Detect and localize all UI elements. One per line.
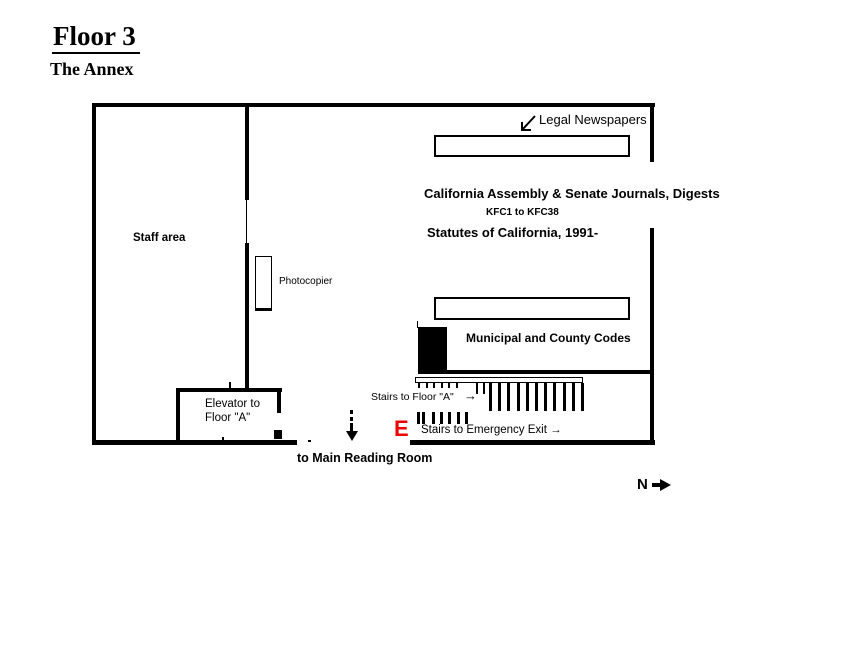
elevator-wall-right [277, 390, 281, 413]
stair-tread-tick [571, 383, 575, 411]
stair-tread-tick [553, 383, 557, 411]
elevator-wall-left [176, 388, 180, 443]
statutes-label: Statutes of California, 1991- [427, 225, 599, 240]
stair-tread-tick [418, 383, 420, 388]
stair-tread-tick [507, 383, 511, 411]
call-numbers-label: KFC1 to KFC38 [486, 207, 559, 218]
main-reading-room-label: to Main Reading Room [297, 451, 433, 465]
wall-bottom-left-segment [92, 440, 297, 445]
wall-right-lower-segment [650, 228, 654, 445]
elevator-label: Elevator to Floor "A" [205, 397, 260, 425]
wall-partition-doorline [246, 200, 247, 243]
wall-right-upper-segment [650, 103, 654, 162]
stairwell-block-stub [417, 321, 418, 328]
wall-dot [308, 440, 311, 442]
stairs-emergency-label: Stairs to Emergency Exit → [421, 424, 562, 436]
wall-stairwell-top [418, 370, 654, 374]
stair-tread-tick [455, 383, 458, 388]
wall-top [92, 103, 655, 107]
elevator-label-line1: Elevator to [205, 398, 260, 410]
stairs-floor-a-label: Stairs to Floor "A" [371, 391, 454, 403]
stair-tread-tick [476, 383, 478, 394]
stair-tread-tick [465, 412, 468, 424]
stair-tread-tick [448, 383, 450, 388]
stair-tread-tick [433, 383, 435, 388]
stair-tread-tick [544, 383, 548, 411]
stair-tread-tick [448, 412, 451, 424]
stairwell-block [418, 327, 447, 372]
municipal-codes-label: Municipal and County Codes [466, 331, 631, 345]
shelf-municipal-codes [434, 297, 630, 320]
wall-partition-lower [245, 243, 249, 390]
stair-tread-tick [516, 383, 520, 411]
photocopier-label: Photocopier [279, 276, 333, 287]
page-subtitle: The Annex [50, 59, 134, 79]
stair-tread-tick [422, 412, 425, 424]
arrow-down-left-icon [521, 115, 536, 131]
stair-tread-tick [432, 412, 435, 424]
elevator-tick-bottom [222, 437, 224, 445]
stair-tread-tick [525, 383, 529, 411]
stair-tread-tick [581, 383, 584, 411]
wall-partition-upper [245, 103, 249, 200]
stairs-floor-a-arrow-icon: → [464, 388, 477, 403]
wall-bottom-right-segment [410, 440, 655, 445]
stairs-rail [415, 377, 583, 383]
legal-newspapers-label: Legal Newspapers [539, 112, 647, 127]
elevator-label-line2: Floor "A" [205, 412, 251, 424]
stair-tread-tick [440, 412, 443, 424]
staff-area-label: Staff area [133, 232, 186, 244]
stair-tread-tick [489, 383, 492, 411]
stair-tread-tick [562, 383, 566, 411]
compass-north-label: N [637, 476, 648, 493]
journals-label: California Assembly & Senate Journals, D… [424, 186, 720, 201]
page-title: Floor 3 [52, 21, 140, 54]
wall-left [92, 103, 96, 445]
stair-tread-tick [440, 383, 443, 388]
photocopier-box [255, 256, 272, 311]
stair-tread-tick [498, 383, 502, 411]
emergency-e-marker: E [394, 416, 409, 441]
stair-tread-tick [483, 383, 485, 394]
elevator-door-stop [274, 430, 282, 439]
elevator-tick-top [229, 382, 231, 392]
shelf-legal-newspapers [434, 135, 630, 157]
stair-tread-tick [425, 383, 428, 388]
stair-tread-tick [457, 412, 460, 424]
stair-tread-tick [535, 383, 538, 411]
stair-tread-tick [417, 412, 420, 424]
